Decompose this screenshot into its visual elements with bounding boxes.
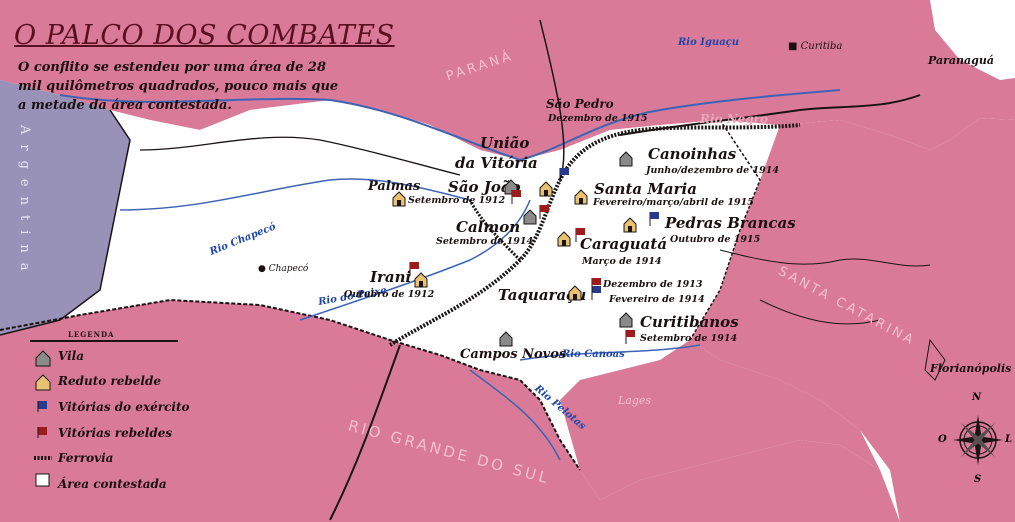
date-palmas: Setembro de 1912: [408, 195, 506, 206]
marker-reduto-palmas: [392, 191, 406, 207]
marker-rebel-1: [539, 204, 550, 220]
date-santa-maria: Fevereiro/março/abril de 1915: [593, 197, 754, 208]
map-title: O PALCO DOS COMBATES: [14, 20, 395, 51]
marker-rebel-curitibanos: [625, 329, 636, 345]
river-pelotas: [469, 369, 561, 461]
legend-label-exercito: Vitórias do exército: [58, 400, 190, 414]
region-rio-grande-do-sul: [0, 300, 900, 522]
marker-reduto-pedras-brancas: [623, 217, 637, 233]
legend-title: LEGENDA: [68, 330, 115, 339]
river-label-iguacu: Rio Iguaçu: [678, 37, 740, 48]
town-sao-joao: São João: [448, 178, 521, 196]
compass-s: S: [974, 474, 982, 485]
river-peixe: [299, 199, 531, 321]
marker-reduto-caraguata: [557, 231, 571, 247]
marker-rebel-irani: [409, 261, 420, 277]
legend-symbols: [34, 350, 52, 487]
date-sao-pedro: Dezembro de 1915: [548, 113, 648, 124]
marker-rebel-sao-joao: [511, 189, 522, 205]
marker-reduto-santa-maria: [574, 189, 588, 205]
date-calmon: Setembro de 1914: [436, 236, 534, 247]
compass-n: N: [972, 392, 982, 403]
town-caraguata: Caraguatá: [580, 235, 668, 253]
marker-vila-campos-novos: [499, 331, 513, 347]
marker-army-pedras-brancas: [649, 211, 660, 227]
river-negro: [619, 94, 921, 136]
date-caraguata: Março de 1914: [582, 256, 662, 267]
legend-label-vila: Vila: [58, 349, 84, 363]
river-label-canoas: Rio Canoas: [562, 349, 625, 360]
city-chapeco: ● Chapecó: [258, 264, 309, 274]
town-pedras-brancas: Pedras Brancas: [665, 214, 796, 232]
marker-army-1: [559, 167, 570, 183]
marker-vila-curitibanos: [619, 312, 633, 328]
town-santa-maria: Santa Maria: [594, 180, 697, 198]
region-parana: [0, 0, 1015, 160]
town-palmas: Palmas: [368, 179, 421, 194]
marker-reduto-irani: [414, 272, 428, 288]
legend-label-area: Área contestada: [58, 477, 167, 491]
town-campos-novos: Campos Novos: [460, 347, 567, 362]
date-taquaracu-1: Dezembro de 1913: [603, 279, 703, 290]
town-sao-pedro: São Pedro: [546, 97, 614, 111]
region-label-argentina: Argentina: [17, 125, 32, 281]
city-paranagua: Paranaguá: [928, 54, 994, 67]
legend-label-rebeldes: Vitórias rebeldes: [58, 426, 173, 440]
legend-label-ferrovia: Ferrovia: [58, 451, 114, 465]
contested-area: [110, 100, 780, 400]
town-taquaracu: Taquaraçu: [498, 286, 587, 304]
city-florianopolis: Florianópolis: [930, 362, 1012, 375]
legend-label-reduto: Reduto rebelde: [58, 374, 162, 388]
legend-divider: [30, 340, 178, 342]
date-taquaracu-2: Fevereiro de 1914: [609, 294, 705, 305]
region-argentina: [0, 80, 130, 335]
river-iguacu: [59, 89, 841, 162]
region-santa-catarina: [690, 118, 1015, 522]
town-curitibanos: Curitibanos: [640, 313, 739, 331]
river-label-negro: Rio Negro: [700, 112, 769, 126]
legend-rebeldes-icon: [38, 427, 47, 435]
compass-o: O: [938, 434, 947, 445]
marker-reduto-taquaracu: [568, 285, 582, 301]
map-intro: O conflito se estendeu por uma área de 2…: [18, 60, 339, 113]
marker-army-taquaracu: [591, 285, 602, 301]
legend-exercito-icon: [38, 401, 47, 409]
date-curitibanos: Setembro de 1914: [640, 333, 738, 344]
marker-reduto-sao-joao: [539, 181, 553, 197]
river-canoas: [519, 344, 701, 361]
legend-reduto-icon: [35, 374, 51, 391]
town-calmon: Calmon: [456, 218, 521, 236]
date-canoinhas: Junho/dezembro de 1914: [646, 165, 779, 176]
marker-rebel-caraguata: [575, 227, 586, 243]
town-uniao: União: [480, 134, 530, 152]
date-pedras-brancas: Outubro de 1915: [670, 234, 761, 245]
marker-vila-calmon: [523, 209, 537, 225]
marker-vila-canoinhas: [619, 151, 633, 167]
date-irani: Outubro de 1912: [344, 289, 435, 300]
town-irani: Irani: [370, 268, 412, 286]
town-da-vitoria: da Vitória: [455, 154, 538, 172]
city-lages: Lages: [618, 394, 652, 407]
city-curitiba: ■ Curitiba: [788, 41, 843, 52]
compass-rose-icon: [953, 415, 1003, 465]
legend-vila-icon: [35, 350, 51, 367]
compass-l: L: [1005, 434, 1013, 445]
river-chapeco: [119, 178, 471, 211]
legend-area-icon: [35, 473, 50, 487]
town-canoinhas: Canoinhas: [648, 145, 737, 163]
